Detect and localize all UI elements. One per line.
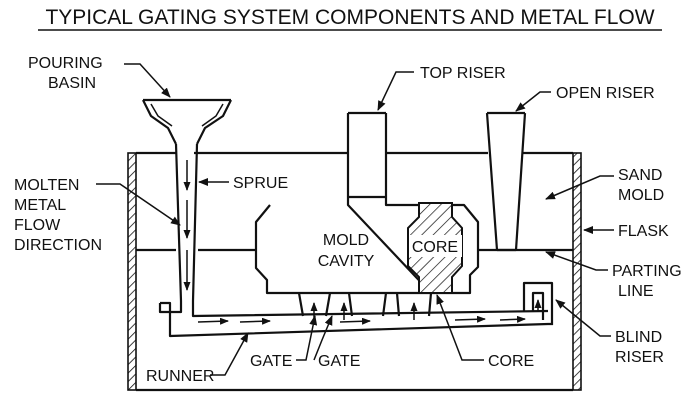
flow-arrow-runner-5 xyxy=(499,315,526,323)
runner xyxy=(158,301,553,338)
leader-gate-1 xyxy=(296,315,318,361)
label-open-riser: OPEN RISER xyxy=(556,85,655,102)
label-molten-line4: DIRECTION xyxy=(14,237,102,254)
label-molten-line2: METAL xyxy=(14,197,66,214)
flow-arrow-runner-4 xyxy=(454,315,486,323)
label-gate-1: GATE xyxy=(250,353,292,370)
leader-gate-2 xyxy=(313,315,333,361)
blind-riser xyxy=(522,281,554,325)
label-top-riser: TOP RISER xyxy=(420,65,506,82)
pouring-basin xyxy=(142,98,232,145)
label-sand-mold-line2: MOLD xyxy=(618,187,664,204)
core-label-background xyxy=(409,235,462,257)
pouring-basin-inner xyxy=(150,103,224,127)
label-blind-riser-line1: BLIND xyxy=(615,329,662,346)
flow-arrow-runner-1 xyxy=(197,317,229,325)
label-pouring-basin-line2: BASIN xyxy=(48,75,96,92)
label-sand-mold-line1: SAND xyxy=(618,167,662,184)
label-core-bottom: CORE xyxy=(488,353,534,370)
leader-pouring-basin xyxy=(124,63,171,98)
flask-right-wall xyxy=(572,152,582,391)
gate-middle xyxy=(347,291,388,317)
label-blind-riser-line2: RISER xyxy=(615,349,664,366)
flow-arrow-runner-2 xyxy=(239,317,271,325)
leader-parting-line xyxy=(545,251,608,271)
label-pouring-basin-line1: POURING xyxy=(28,55,103,72)
metal-flow-arrows xyxy=(183,160,542,325)
flask-left-wall xyxy=(127,152,137,391)
label-molten-line1: MOLTEN xyxy=(14,177,79,194)
leader-molten-flow xyxy=(96,183,181,226)
diagram-title: TYPICAL GATING SYSTEM COMPONENTS AND MET… xyxy=(45,6,654,29)
open-riser xyxy=(485,111,527,252)
leader-top-riser xyxy=(377,71,414,111)
sand-mold-outline xyxy=(136,151,573,392)
label-parting-line-line1: PARTING xyxy=(612,263,682,280)
leader-core-bottom xyxy=(436,294,484,361)
flow-arrow-runner-3 xyxy=(339,317,371,325)
mold-cavity-outline xyxy=(254,195,480,295)
gate-left xyxy=(297,291,332,317)
label-runner: RUNNER xyxy=(146,368,214,385)
label-molten-line3: FLOW xyxy=(14,217,61,234)
label-flask: FLASK xyxy=(618,223,669,240)
label-core-inner: CORE xyxy=(412,239,458,256)
leader-sand-mold xyxy=(545,175,614,200)
label-parting-line-line2: LINE xyxy=(618,283,654,300)
top-riser xyxy=(346,111,388,197)
label-sprue: SPRUE xyxy=(233,175,288,192)
leader-runner xyxy=(210,332,249,376)
label-mold-cavity-line2: CAVITY xyxy=(318,253,375,270)
leader-open-riser xyxy=(515,91,551,112)
label-mold-cavity-line1: MOLD xyxy=(323,232,369,249)
leader-blind-riser xyxy=(555,299,611,337)
label-gate-2: GATE xyxy=(318,353,360,370)
